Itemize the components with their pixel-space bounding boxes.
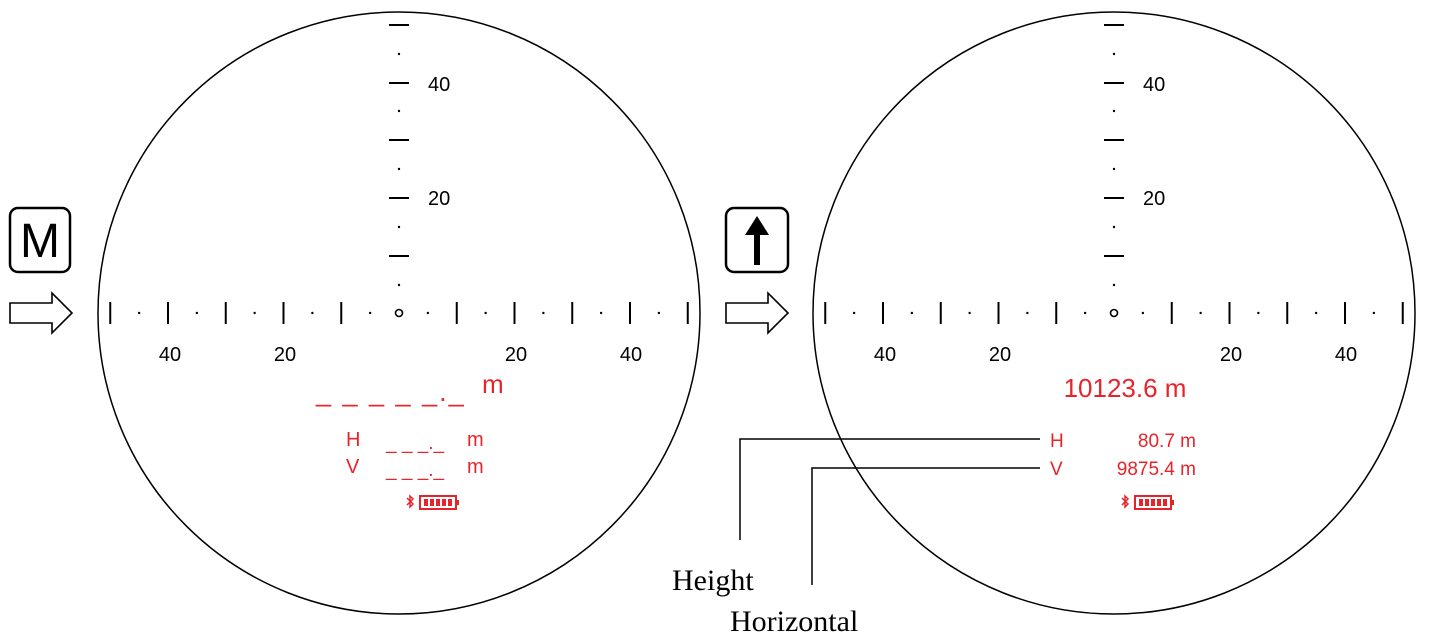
reticle-horizontal-dot [1026,311,1029,315]
horizontal-label-right-20: 20 [505,344,527,366]
horizontal-label-right-40: 40 [1335,344,1357,366]
distance-unit: m [482,369,504,399]
reticle-center [1109,308,1119,318]
reticle-vertical-dot [1112,109,1116,113]
horizontal-scale-labels: 40 20 20 40 [874,344,1357,366]
reticle-horizontal-dot [1083,311,1087,315]
mode-button-label: M [20,215,60,268]
distance-placeholder: _ _ _ _ _._ [315,377,466,407]
view-before: 40 20 40 20 20 40 _ _ _ _ _._ m H _ _ _.… [97,11,701,615]
reticle-vertical-dot [397,283,401,287]
vertical-label-20: 20 [1143,188,1165,210]
reticle-vertical-dot [397,167,401,171]
reticle-horizontal-dot [599,311,603,315]
height-label: H [1050,431,1064,452]
vertical-label-40: 40 [1143,74,1165,96]
battery-icon [419,495,459,510]
horizontal-scale-labels: 40 20 20 40 [159,344,642,366]
reticle-horizontal-dot [311,311,314,315]
horizontal-label-left-20: 20 [274,344,296,366]
reticle-horizontal-dot [368,311,372,315]
reticle-center [394,308,404,318]
horizontal-label-right-20: 20 [1220,344,1242,366]
bluetooth-icon [406,494,415,509]
height-unit: m [467,429,484,451]
horizontal-label-left-20: 20 [989,344,1011,366]
reticle-horizontal-dot [657,311,661,315]
battery-icon [1134,495,1174,510]
height-label: H [346,429,360,451]
view-after: 40 20 40 20 20 40 10123.6 m H 80.7 m V 9… [812,11,1416,615]
reticle-horizontal-dot [1314,311,1318,315]
reticle-vertical-dot [1112,225,1116,229]
viewfinder-circle [97,11,701,615]
reticle-horizontal-dot [253,311,256,315]
reticle-horizontal-dot [426,311,430,315]
horizontal-label-right-40: 40 [620,344,642,366]
reticle-horizontal-dot [852,311,856,315]
height-placeholder: _ _ _._ [385,433,445,454]
arrow-right-icon [725,291,790,335]
reticle-vertical-dot [397,52,401,56]
reticle-horizontal-dot [195,311,199,315]
reticle-horizontal-dot [484,311,487,315]
bluetooth-icon [1121,494,1130,509]
reticle [109,24,689,324]
horizontal-label: V [1050,459,1063,480]
reticle-vertical-dot [1112,52,1116,56]
reticle-horizontal-dot [1141,311,1145,315]
arrow-up-icon [745,216,769,265]
callout-horizontal-label: Horizontal [730,605,858,638]
reticle-vertical-dot [1112,283,1116,287]
reticle [824,24,1404,324]
horizontal-label: V [346,456,360,478]
vertical-scale-labels: 40 20 [1143,74,1165,210]
vertical-scale-labels: 40 20 [428,74,450,210]
horizontal-label-left-40: 40 [159,344,181,366]
vertical-label-20: 20 [428,188,450,210]
reticle-horizontal-dot [968,311,971,315]
horizontal-value: 9875.4 m [1117,459,1196,480]
callout-horizontal: Horizontal [730,467,1040,638]
mode-button[interactable]: M [8,206,72,274]
horizontal-placeholder: _ _ _._ [385,460,445,481]
reticle-horizontal-dot [1372,311,1376,315]
reticle-horizontal-dot [910,311,914,315]
reticle-horizontal-dot [137,311,141,315]
callout-height-label: Height [672,564,754,597]
callout-height: Height [672,438,1040,597]
vertical-label-40: 40 [428,74,450,96]
reticle-horizontal-dot [542,311,545,315]
up-button[interactable] [724,206,790,274]
arrow-right-icon [9,291,74,335]
reticle-vertical-dot [1112,167,1116,171]
reticle-vertical-dot [397,109,401,113]
horizontal-label-left-40: 40 [874,344,896,366]
horizontal-unit: m [467,456,484,478]
viewfinder-circle [812,11,1416,615]
reticle-horizontal-dot [1257,311,1260,315]
reticle-horizontal-dot [1199,311,1202,315]
reticle-vertical-dot [397,225,401,229]
height-value: 80.7 m [1138,431,1196,452]
distance-reading: 10123.6 m [1064,373,1187,403]
